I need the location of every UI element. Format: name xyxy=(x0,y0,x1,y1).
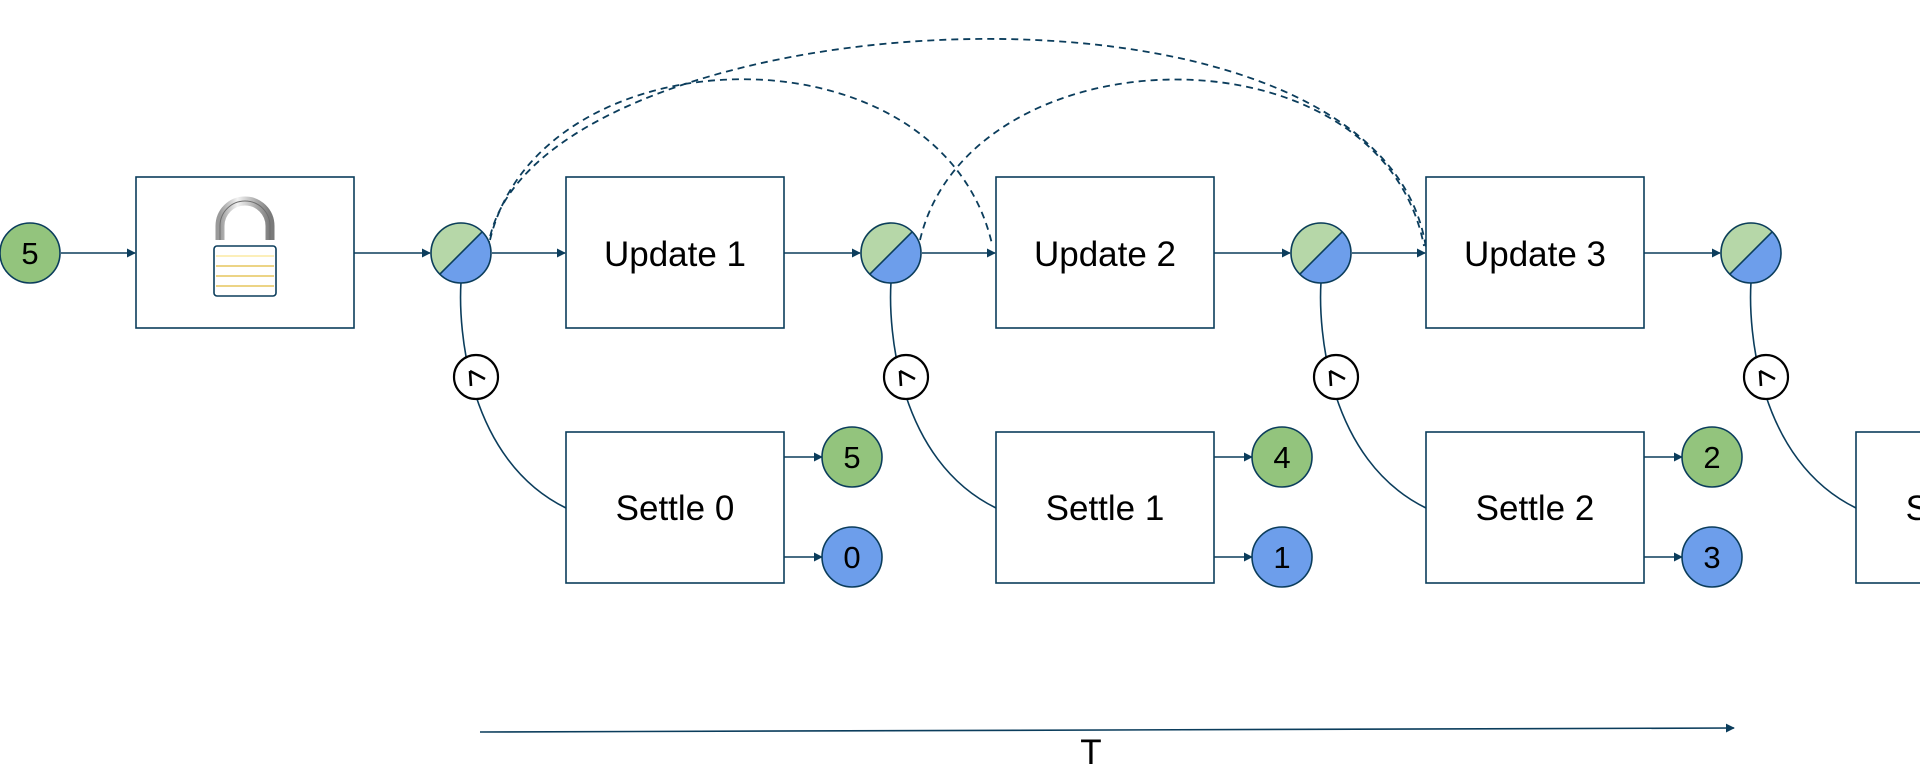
output-token-label: 3 xyxy=(1703,540,1720,575)
timer-icon xyxy=(1312,353,1360,401)
settle-box-3: Settle 3 xyxy=(1855,431,1920,584)
split-node-0 xyxy=(430,222,492,284)
update-box-3-label: Update 3 xyxy=(1464,235,1606,274)
output-token-label: 1 xyxy=(1273,540,1290,575)
split-node-1 xyxy=(860,222,922,284)
output-token-green: 2 xyxy=(1681,426,1743,488)
settle-box-2: Settle 2 xyxy=(1425,431,1645,584)
settle-box-1: Settle 1 xyxy=(995,431,1215,584)
timer-icon xyxy=(452,353,500,401)
update-box-1: Update 1 xyxy=(565,176,785,329)
timer-icon xyxy=(1742,353,1790,401)
lock-box xyxy=(135,176,355,329)
settle-box-0: Settle 0 xyxy=(565,431,785,584)
update-box-3: Update 3 xyxy=(1425,176,1645,329)
output-token-green: 5 xyxy=(821,426,883,488)
time-axis-arrow xyxy=(479,723,1735,733)
timer-icon xyxy=(882,353,930,401)
padlock-icon xyxy=(213,196,277,297)
output-token-label: 5 xyxy=(843,440,860,475)
settle-box-0-label: Settle 0 xyxy=(616,489,735,528)
output-token-green: 4 xyxy=(1251,426,1313,488)
output-token-label: 2 xyxy=(1703,440,1720,475)
input-token-label: 5 xyxy=(21,236,38,271)
split-node-2 xyxy=(1290,222,1352,284)
output-token-blue: 1 xyxy=(1251,526,1313,588)
time-axis-label: T xyxy=(1080,733,1101,769)
update-box-2-label: Update 2 xyxy=(1034,235,1176,274)
output-token-blue: 3 xyxy=(1681,526,1743,588)
output-token-label: 0 xyxy=(843,540,860,575)
settle-box-1-label: Settle 1 xyxy=(1046,489,1165,528)
update-box-1-label: Update 1 xyxy=(604,235,746,274)
dependency-arc-1-3 xyxy=(487,37,1427,249)
dependency-arc-2-3 xyxy=(919,78,1425,247)
output-token-blue: 0 xyxy=(821,526,883,588)
output-token-label: 4 xyxy=(1273,440,1290,475)
settle-box-2-label: Settle 2 xyxy=(1476,489,1595,528)
input-token: 5 xyxy=(0,222,61,284)
settle-box-3-label: Settle 3 xyxy=(1906,489,1920,528)
dependency-arc-1-2 xyxy=(489,78,993,245)
split-node-3 xyxy=(1720,222,1782,284)
update-box-2: Update 2 xyxy=(995,176,1215,329)
